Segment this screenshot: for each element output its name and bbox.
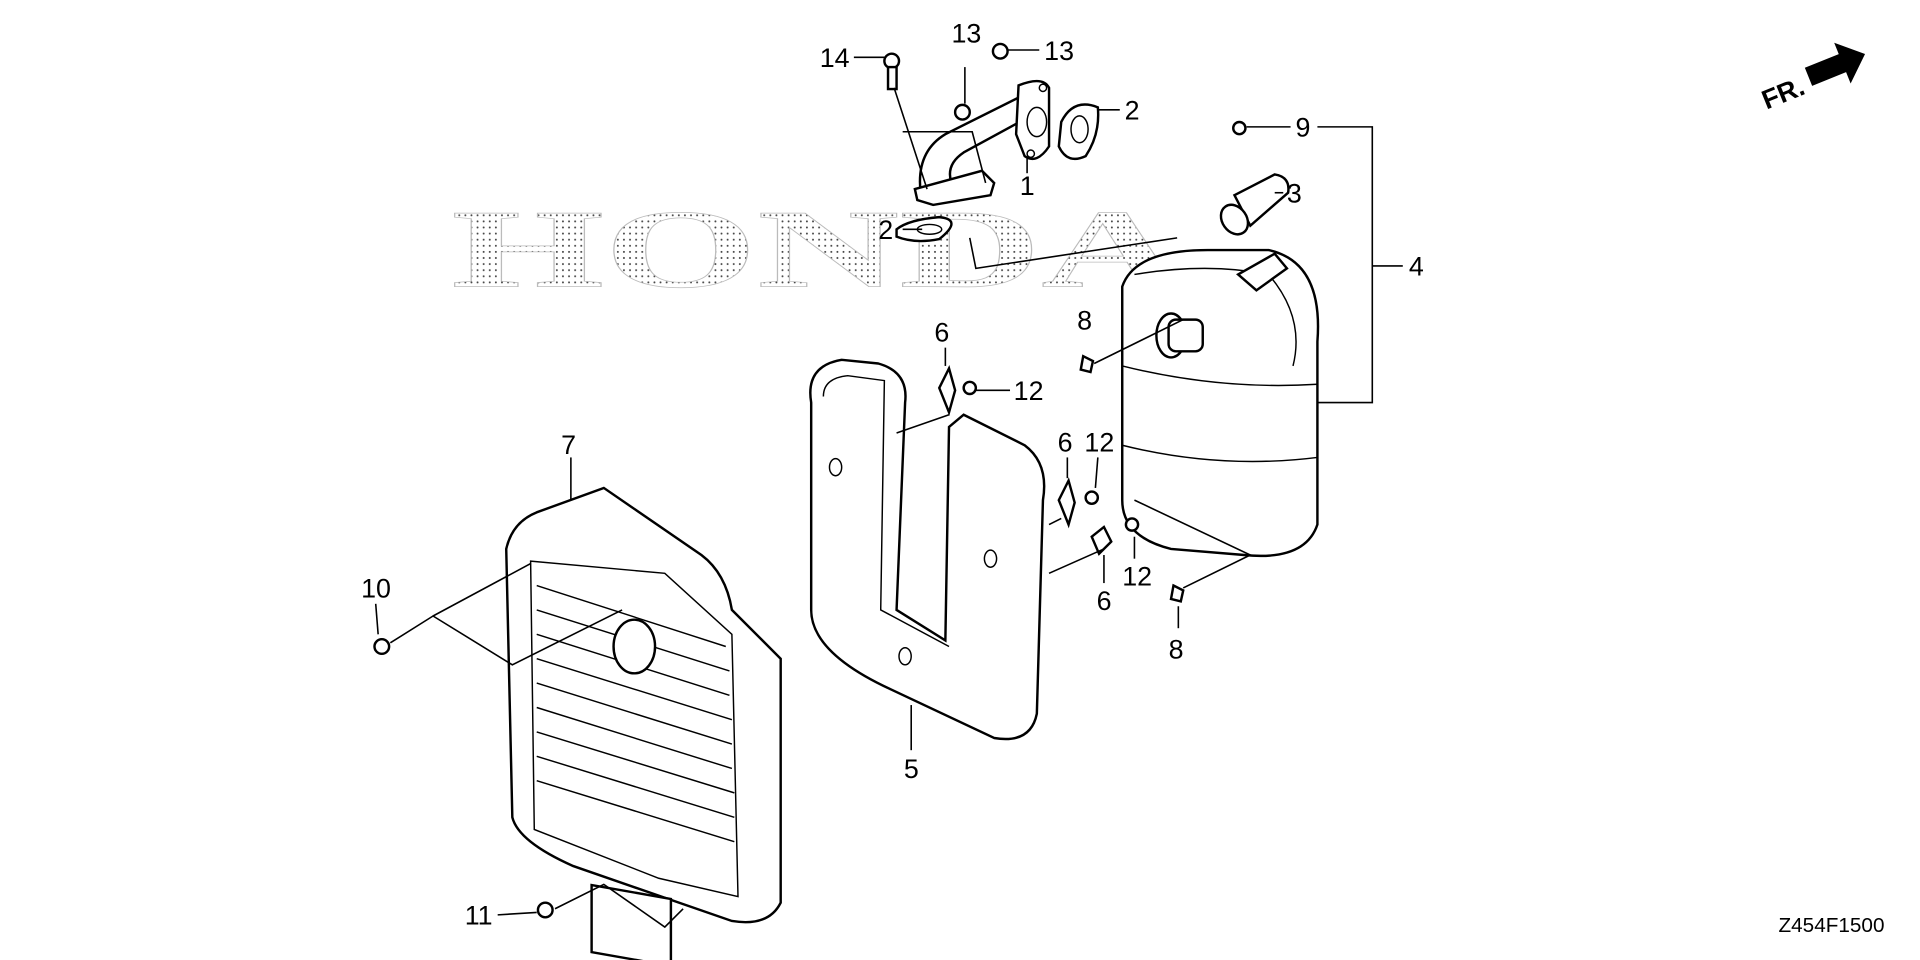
callout-12-b[interactable]: 12 bbox=[1084, 427, 1114, 457]
clip-part bbox=[937, 365, 957, 417]
front-direction-indicator: FR. bbox=[1757, 42, 1866, 115]
callout-6-b[interactable]: 6 bbox=[1058, 427, 1073, 457]
clip-part bbox=[1090, 525, 1113, 556]
muffler-cover-part bbox=[505, 486, 782, 960]
spark-arrester-part bbox=[1219, 173, 1290, 236]
fr-label: FR. bbox=[1757, 71, 1808, 115]
nut-part bbox=[991, 42, 1009, 60]
callout-9[interactable]: 9 bbox=[1295, 113, 1310, 143]
nut-part bbox=[953, 103, 971, 121]
exhaust-pipe-part bbox=[913, 79, 1051, 207]
muffler-part bbox=[1121, 248, 1320, 558]
callout-6-c[interactable]: 6 bbox=[1097, 586, 1112, 616]
diagram-code: Z454F1500 bbox=[1779, 914, 1885, 937]
callout-8-b[interactable]: 8 bbox=[1169, 635, 1184, 665]
callout-1[interactable]: 1 bbox=[1020, 171, 1035, 201]
callout-13[interactable]: 13 bbox=[951, 19, 981, 49]
callout-4[interactable]: 4 bbox=[1409, 252, 1424, 282]
callout-11[interactable]: 11 bbox=[465, 901, 493, 931]
screw-9-part bbox=[1232, 120, 1247, 136]
leader-lines bbox=[374, 49, 1403, 929]
screw-10-part bbox=[373, 637, 391, 656]
heat-protector-part bbox=[809, 358, 1046, 741]
callout-10[interactable]: 10 bbox=[361, 574, 391, 604]
watermark-text: HONDA bbox=[451, 188, 1183, 312]
callout-2-b[interactable]: 2 bbox=[878, 215, 893, 245]
bolt-8-part bbox=[1169, 583, 1185, 603]
callout-8[interactable]: 8 bbox=[1077, 305, 1092, 335]
grommet-part bbox=[962, 380, 978, 396]
gasket-part bbox=[1057, 103, 1100, 160]
bolt-8-part bbox=[1079, 354, 1095, 374]
callout-2[interactable]: 2 bbox=[1125, 96, 1140, 126]
honda-watermark: HONDA bbox=[451, 187, 1184, 312]
callout-3[interactable]: 3 bbox=[1287, 178, 1302, 208]
grille-slats bbox=[536, 584, 735, 843]
callout-6[interactable]: 6 bbox=[934, 318, 949, 348]
callout-12-c[interactable]: 12 bbox=[1122, 562, 1152, 592]
callout-5[interactable]: 5 bbox=[904, 754, 919, 784]
arrow-right-icon bbox=[1804, 42, 1866, 86]
grommet-part bbox=[1084, 490, 1100, 506]
callout-12[interactable]: 12 bbox=[1014, 376, 1044, 406]
callout-14[interactable]: 14 bbox=[820, 43, 850, 73]
grommet-part bbox=[1124, 517, 1140, 532]
bolt-14-part bbox=[883, 52, 901, 91]
clip-part bbox=[1057, 477, 1076, 529]
callout-7[interactable]: 7 bbox=[561, 430, 576, 460]
screw-11-part bbox=[536, 901, 554, 919]
callout-13-b[interactable]: 13 bbox=[1044, 36, 1074, 66]
